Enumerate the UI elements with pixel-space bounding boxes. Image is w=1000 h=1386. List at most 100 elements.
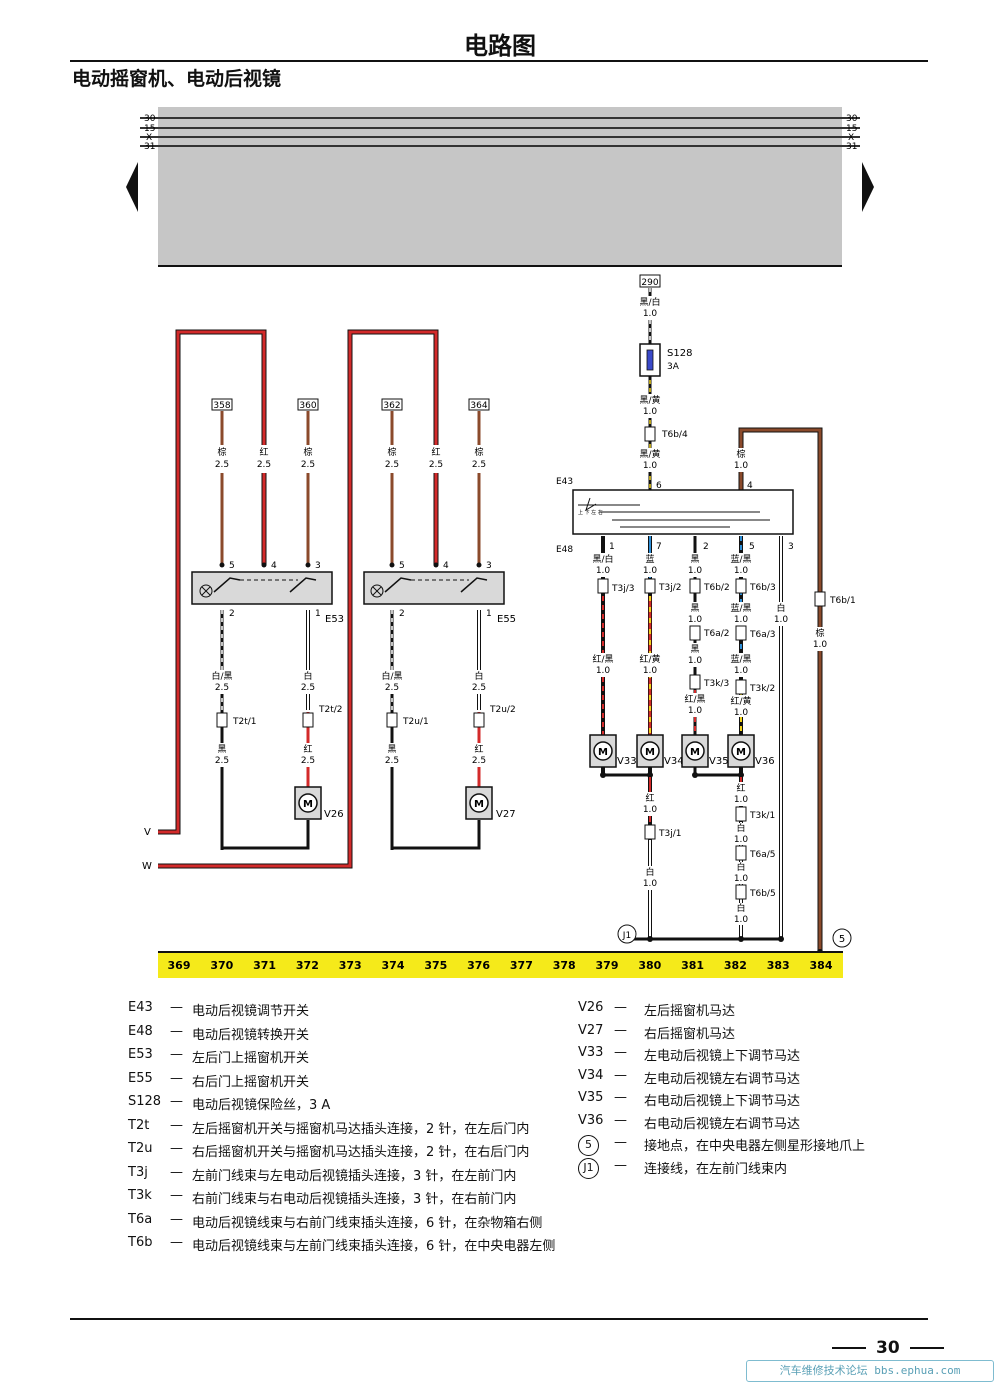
legend-dash: — [170, 1000, 183, 1015]
wire-color: 红 [259, 446, 268, 458]
fuse-icon [646, 349, 654, 371]
legend-code: 5 [578, 1135, 599, 1156]
legend-dash: — [170, 1141, 183, 1156]
wire-gauge: 1.0 [734, 666, 749, 676]
legend-code: T6b [128, 1235, 153, 1250]
pin-number: 1 [609, 542, 615, 552]
legend-description: 左前门线束与左电动后视镜插头连接，3 针，在左前门内 [192, 1168, 517, 1184]
legend-description: 接地点，在中央电器左侧星形接地爪上 [644, 1139, 866, 1154]
wire-color: 黑/白 [592, 553, 613, 565]
wire-gauge: 2.5 [385, 756, 399, 766]
wire-gauge: 1.0 [734, 795, 749, 805]
track-number: 380 [638, 959, 661, 972]
wire-w-label: W [142, 861, 152, 872]
track-number: 383 [767, 959, 790, 972]
track-number: 377 [510, 959, 533, 972]
bus-right-label: 31 [846, 142, 857, 152]
wire-gauge: 2.5 [429, 460, 443, 470]
legend-code: T3k [128, 1188, 152, 1203]
legend-description: 左电动后视镜左右调节马达 [644, 1071, 801, 1087]
wire-gauge: 2.5 [301, 683, 315, 693]
legend-code: V33 [578, 1045, 604, 1060]
legend-dash: — [614, 1000, 627, 1015]
switch-e55 [363, 571, 505, 605]
window-switch-group-left: 358 360 棕 2.5 红 2.5 棕 2.5 5 4 3 2 1 E53 [191, 398, 344, 850]
motor-icon [469, 793, 489, 813]
bus-right-label: 30 [846, 114, 858, 124]
connector-label: T6a/5 [749, 850, 776, 860]
legend-dash: — [614, 1090, 627, 1105]
wire-gauge: 1.0 [813, 640, 828, 650]
connector-label: T6b/2 [703, 583, 730, 593]
wire-color: 红/黄 [639, 653, 660, 665]
next-page-arrow-icon[interactable] [862, 162, 874, 212]
connector-label: T3j/3 [611, 584, 634, 594]
switch-direction-text: 上 下 左 右 [578, 509, 603, 516]
connector-label: T6b/3 [749, 583, 776, 593]
legend-code: S128 [128, 1094, 162, 1109]
motor-icon [685, 741, 705, 761]
legend-dash: — [614, 1045, 627, 1060]
connector-icon [216, 712, 228, 728]
connector-label: T2u/2 [489, 705, 516, 715]
pin-number: 1 [486, 609, 492, 619]
ref-number: 358 [213, 401, 230, 411]
legend-code: T6a [128, 1211, 153, 1227]
motor-icon [593, 741, 613, 761]
connector-label: T6b/4 [661, 430, 688, 440]
wire-gauge: 2.5 [385, 683, 399, 693]
connector-label: T3k/3 [703, 679, 729, 689]
wire-color: 棕 [387, 446, 396, 458]
wire-color: 棕 [815, 627, 824, 639]
watermark: 汽车维修技术论坛 bbs.ephua.com [746, 1360, 994, 1382]
connection-j1-label: J1 [622, 931, 631, 941]
page-number: 30 [822, 1338, 954, 1358]
legend-description: 右后摇窗机马达 [644, 1026, 736, 1042]
wire-gauge: 2.5 [301, 756, 315, 766]
legend-description: 右前门线束与右电动后视镜插头连接，3 针，在右前门内 [192, 1192, 517, 1207]
wire-color: 白 [303, 670, 312, 682]
wire-color: 红 [645, 792, 654, 804]
wire-gauge: 2.5 [257, 460, 271, 470]
wire-color: 棕 [217, 446, 226, 458]
bus-right-label: 15 [846, 124, 857, 134]
connector-icon [689, 625, 701, 641]
wire-color: 白 [736, 822, 745, 834]
wire-color: 黑 [690, 644, 699, 655]
legend-dash: — [170, 1023, 183, 1039]
ref-box [381, 398, 403, 411]
wire-gauge: 1.0 [643, 461, 658, 471]
legend-code: T2u [128, 1141, 153, 1156]
pin-number: 4 [747, 481, 753, 491]
connector-icon [735, 679, 747, 695]
legend-code: E48 [128, 1023, 153, 1039]
legend-dash: — [614, 1135, 627, 1150]
svg-text:M: M [736, 747, 746, 758]
legend-dash: — [614, 1067, 627, 1083]
track-number: 382 [724, 959, 747, 972]
wire-gauge: 2.5 [385, 460, 399, 470]
bus-left-label: X [146, 133, 152, 143]
pin-number: 5 [749, 542, 755, 552]
connector-icon [302, 712, 314, 728]
motor-label: V36 [755, 756, 775, 767]
wire-gauge: 2.5 [215, 683, 229, 693]
motor-icon [731, 741, 751, 761]
wire-gauge: 1.0 [688, 615, 703, 625]
pin-number: 2 [229, 609, 235, 619]
wire-gauge: 1.0 [688, 656, 703, 666]
legend-dash: — [170, 1094, 183, 1109]
connector-icon [473, 712, 485, 728]
wire-gauge: 1.0 [734, 874, 749, 884]
track-number: 371 [253, 959, 276, 972]
connector-icon [814, 591, 826, 607]
wire-color: 白 [736, 902, 745, 914]
page-number-text: 30 [876, 1338, 900, 1358]
wire-color: 白 [776, 602, 785, 614]
wire-gauge: 2.5 [215, 460, 229, 470]
ref-number: 362 [383, 401, 400, 411]
connector-icon [386, 712, 398, 728]
prev-page-arrow-icon[interactable] [126, 162, 138, 212]
wire-gauge: 1.0 [734, 461, 749, 471]
ref-box [211, 398, 233, 411]
